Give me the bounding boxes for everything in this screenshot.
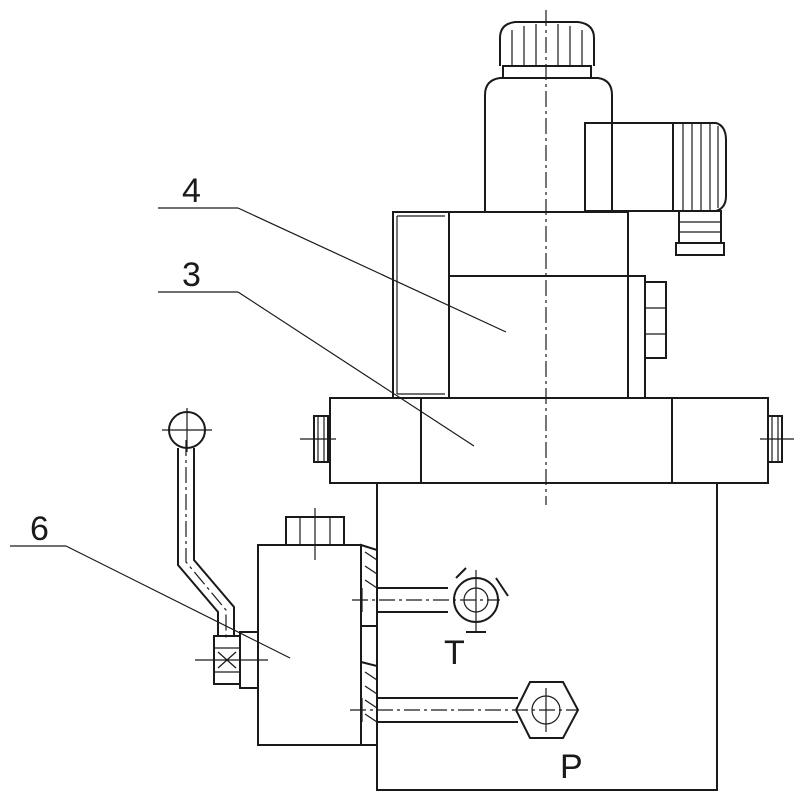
callout-4-leader bbox=[158, 207, 507, 333]
callout-6-label: 6 bbox=[30, 510, 49, 548]
electrical-connector bbox=[584, 122, 727, 256]
callout-6-leader bbox=[10, 545, 291, 659]
solenoid-coil bbox=[484, 21, 613, 212]
drain-tube bbox=[162, 408, 235, 640]
pressure-port-line bbox=[350, 681, 580, 739]
main-valve-body bbox=[376, 482, 718, 791]
manifold-plate-part-3 bbox=[329, 397, 769, 484]
solenoid-valve-part-4 bbox=[392, 211, 667, 399]
tank-port-label: T bbox=[444, 634, 465, 672]
tank-port-line bbox=[352, 567, 509, 633]
side-valve-part-6 bbox=[195, 508, 378, 746]
right-bolt bbox=[760, 415, 794, 463]
callout-3-leader bbox=[158, 291, 475, 447]
callout-4-label: 4 bbox=[182, 172, 201, 210]
callout-3-label: 3 bbox=[182, 256, 201, 294]
pressure-port-label: P bbox=[560, 748, 583, 786]
left-bolt bbox=[300, 415, 336, 463]
